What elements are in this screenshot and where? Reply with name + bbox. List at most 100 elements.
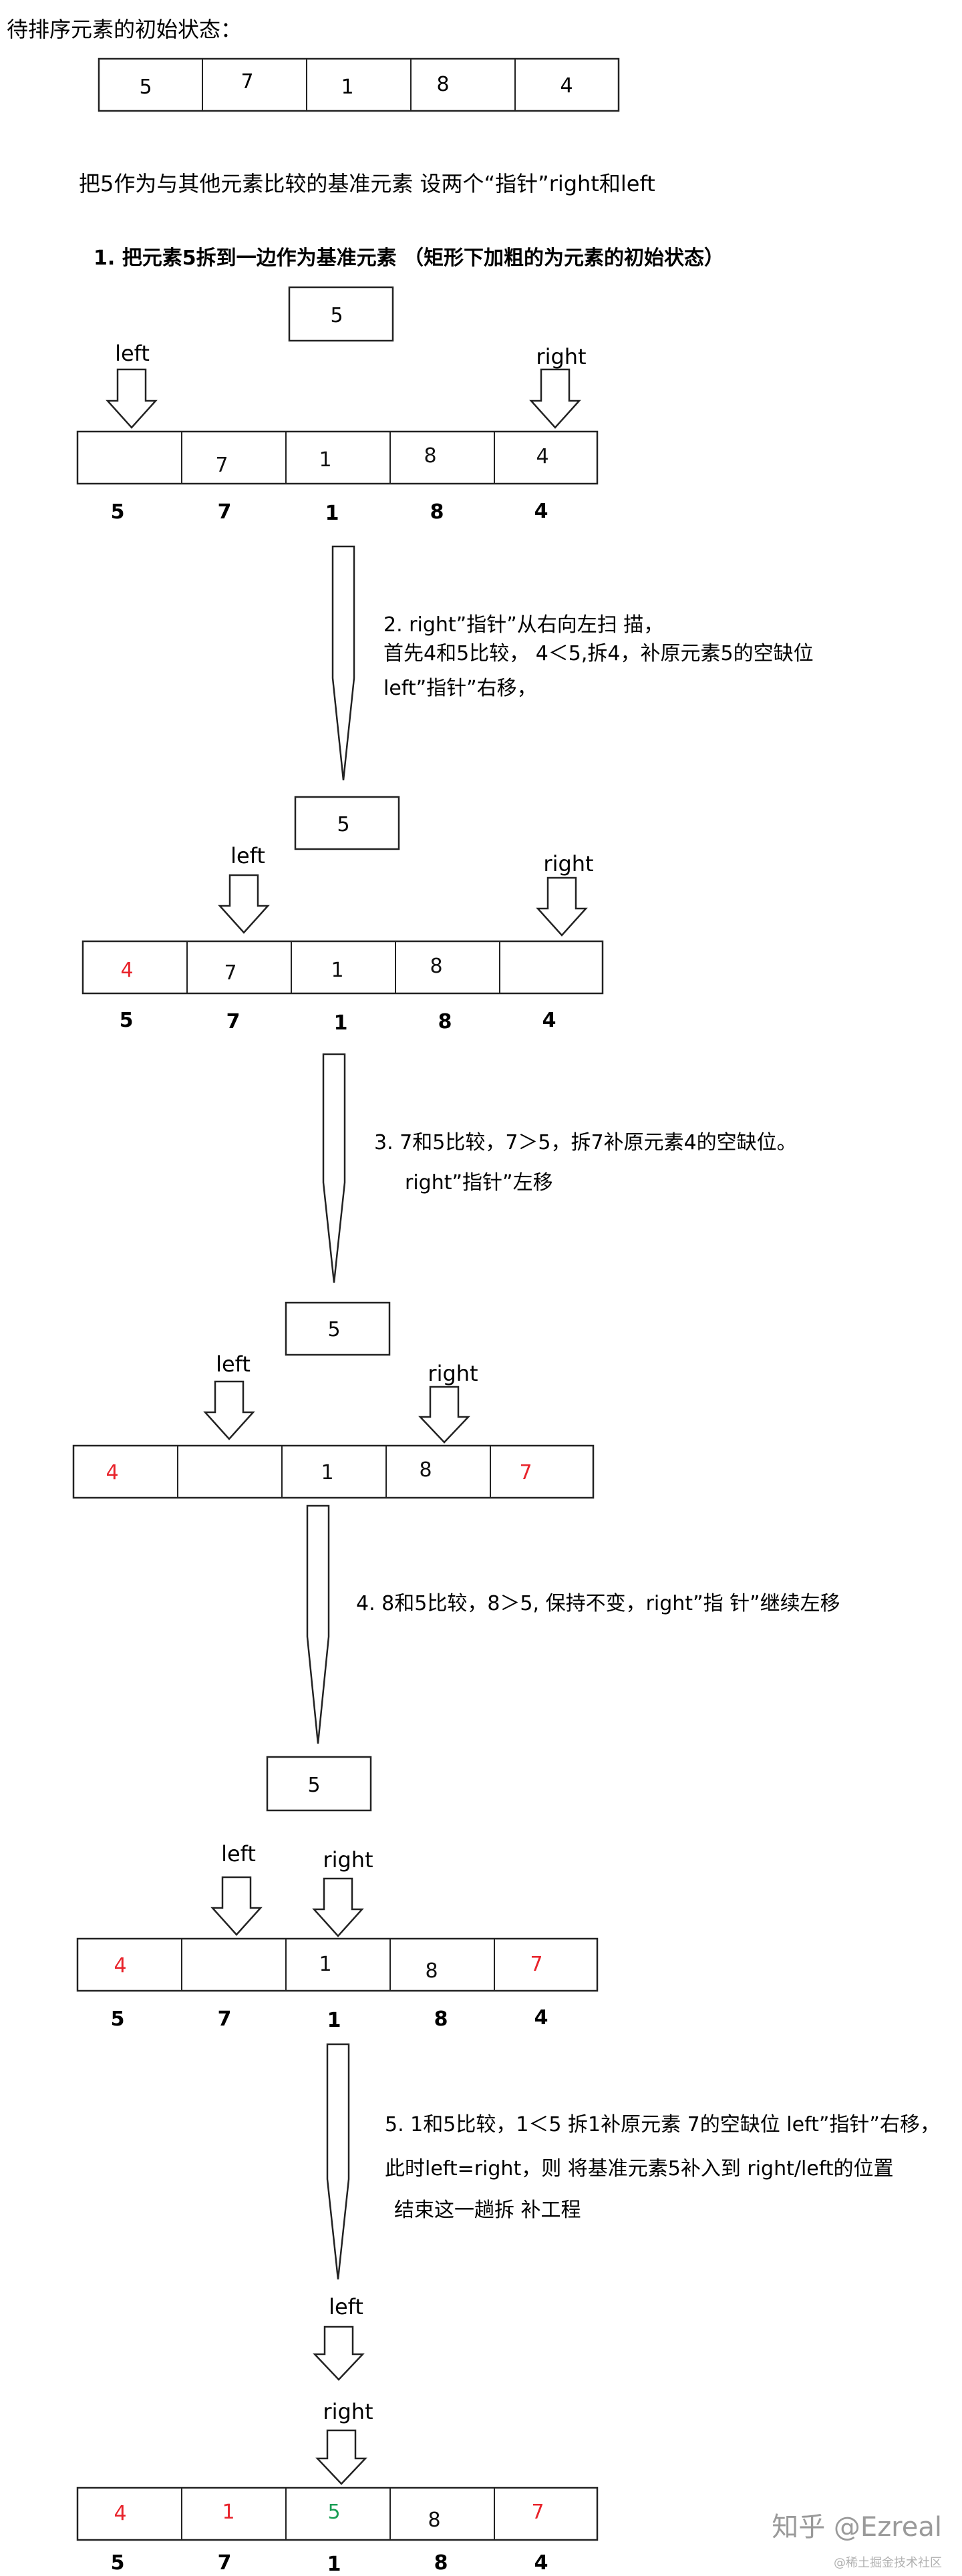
right-pointer-arrow-icon (312, 1877, 364, 1937)
initial-value: 8 (434, 2007, 448, 2031)
stage-2-heading: left”指针”右移， (383, 677, 537, 700)
right-pointer-label: right (323, 2399, 373, 2424)
left-pointer-arrow-icon (313, 2325, 365, 2381)
initial-value: 4 (534, 2551, 548, 2575)
initial-value: 4 (534, 2006, 548, 2030)
left-pointer-label: left (115, 341, 150, 366)
initial-value: 7 (226, 1010, 240, 1033)
array-cell: 1 (319, 448, 331, 472)
initial-array: 5 7 1 8 4 (98, 57, 620, 112)
initial-value: 8 (434, 2551, 448, 2575)
array-cell: 8 (424, 444, 436, 468)
stage-3-heading: right”指针”左移 (405, 1171, 553, 1194)
intro-title: 待排序元素的初始状态： (7, 17, 242, 42)
initial-array-cell: 5 (139, 75, 152, 99)
initial-value: 1 (325, 502, 339, 525)
initial-value: 1 (334, 1011, 348, 1035)
stage-2: 2. right”指针”从右向左扫 描， 首先4和5比较， 4＜5,拆4，补原元… (82, 613, 814, 1035)
intro-description: 把5作为与其他元素比较的基准元素 设两个“指针”right和left (79, 171, 655, 196)
watermark: 知乎 @Ezreal (772, 2512, 942, 2543)
initial-array-frame (98, 57, 620, 112)
left-pointer-arrow-icon (106, 368, 158, 429)
transition-arrow-icon (322, 1053, 346, 1283)
stage-1-heading: 1. 把元素5拆到一边作为基准元素 （矩形下加粗的为元素的初始状态） (94, 247, 724, 270)
array-row: 4 7 1 8 (82, 940, 604, 995)
pivot-box: 5 (294, 796, 400, 850)
array-cell: 1 (319, 1953, 331, 1976)
initial-values-row: 5 7 1 8 4 (120, 1009, 556, 1035)
transition-arrow-icon (306, 1504, 330, 1744)
stage-1: 1. 把元素5拆到一边作为基准元素 （矩形下加粗的为元素的初始状态） 5 lef… (76, 247, 724, 525)
initial-value: 4 (534, 500, 548, 523)
left-pointer-arrow-icon (203, 1380, 255, 1440)
stage-5: 5. 1和5比较，1＜5 拆1补原元素 7的空缺位 left”指针”右移， 此时… (76, 2113, 940, 2576)
watermark-small: @稀土掘金技术社区 (834, 2556, 942, 2570)
pivot-value: 5 (337, 813, 349, 836)
right-pointer-arrow-icon (418, 1386, 470, 1444)
array-row: 4 1 5 8 7 (76, 2486, 599, 2541)
initial-value: 5 (120, 1009, 134, 1032)
array-cell: 4 (536, 445, 548, 468)
initial-values-row: 5 7 1 8 4 (111, 2006, 548, 2032)
array-cell: 8 (419, 1458, 432, 1482)
array-row: 7 1 8 4 (76, 430, 599, 485)
left-pointer-label: left (230, 843, 265, 868)
pivot-box: 5 (285, 1301, 391, 1356)
stage-5-heading: 结束这一趟拆 补工程 (394, 2199, 581, 2222)
pivot-value: 5 (330, 304, 343, 327)
initial-value: 1 (327, 2553, 341, 2576)
array-cell: 7 (530, 1953, 542, 1976)
initial-value: 8 (438, 1010, 452, 1033)
stage-3-heading: 3. 7和5比较，7＞5，拆7补原元素4的空缺位。 (374, 1131, 797, 1154)
initial-value: 8 (430, 500, 444, 524)
initial-value: 5 (111, 2007, 125, 2031)
right-pointer-label: right (536, 344, 586, 369)
stage-4-heading: 4. 8和5比较，8＞5, 保持不变，right”指 针”继续左移 (356, 1592, 840, 1615)
initial-array-cell: 4 (560, 74, 573, 98)
initial-array-cell: 7 (240, 70, 253, 94)
initial-value: 7 (218, 2551, 232, 2575)
pivot-box: 5 (266, 1756, 372, 1812)
array-cell: 1 (331, 959, 343, 982)
initial-value: 7 (218, 500, 232, 524)
pivot-value: 5 (307, 1774, 320, 1797)
array-cell: 8 (428, 2509, 440, 2532)
initial-value: 7 (218, 2007, 232, 2031)
array-cell: 4 (114, 2502, 126, 2525)
stage-5-heading: 此时left=right，则 将基准元素5补入到 right/left的位置 (385, 2157, 894, 2181)
array-cell: 4 (106, 1461, 118, 1484)
array-cell: 7 (531, 2501, 544, 2524)
initial-value: 4 (542, 1009, 556, 1032)
right-pointer-label: right (323, 1847, 373, 1873)
initial-array-cell: 8 (436, 73, 449, 96)
initial-value: 5 (111, 2551, 125, 2575)
right-pointer-arrow-icon (315, 2429, 367, 2485)
array-cell: 4 (120, 959, 133, 982)
array-row: 4 1 8 7 (76, 1937, 599, 1992)
pivot-box: 5 (288, 286, 394, 342)
array-cell: 8 (425, 1959, 438, 1983)
array-cell: 1 (321, 1461, 333, 1484)
pivot-value: 5 (327, 1318, 340, 1341)
right-pointer-label: right (543, 851, 593, 876)
right-pointer-label: right (428, 1361, 478, 1386)
transition-arrow-icon (331, 545, 355, 781)
array-cell: 5 (327, 2501, 340, 2524)
initial-value: 5 (111, 500, 125, 524)
initial-values-row: 5 7 1 8 4 (111, 2551, 548, 2576)
array-cell: 4 (114, 1954, 126, 1977)
left-pointer-arrow-icon (218, 874, 270, 934)
stage-4: 4. 8和5比较，8＞5, 保持不变，right”指 针”继续左移 5 left… (76, 1592, 840, 2032)
left-pointer-arrow-icon (210, 1876, 263, 1936)
array-cell: 7 (224, 961, 236, 985)
array-cell: 7 (215, 454, 228, 477)
initial-value: 1 (327, 2009, 341, 2032)
array-cell: 1 (222, 2501, 234, 2524)
stage-2-heading: 首先4和5比较， 4＜5,拆4，补原元素5的空缺位 (383, 642, 814, 665)
transition-arrow-icon (326, 2043, 350, 2280)
stage-2-heading: 2. right”指针”从右向左扫 描， (383, 613, 663, 637)
array-cell: 8 (430, 955, 442, 978)
left-pointer-label: left (216, 1351, 251, 1377)
right-pointer-arrow-icon (536, 876, 588, 937)
